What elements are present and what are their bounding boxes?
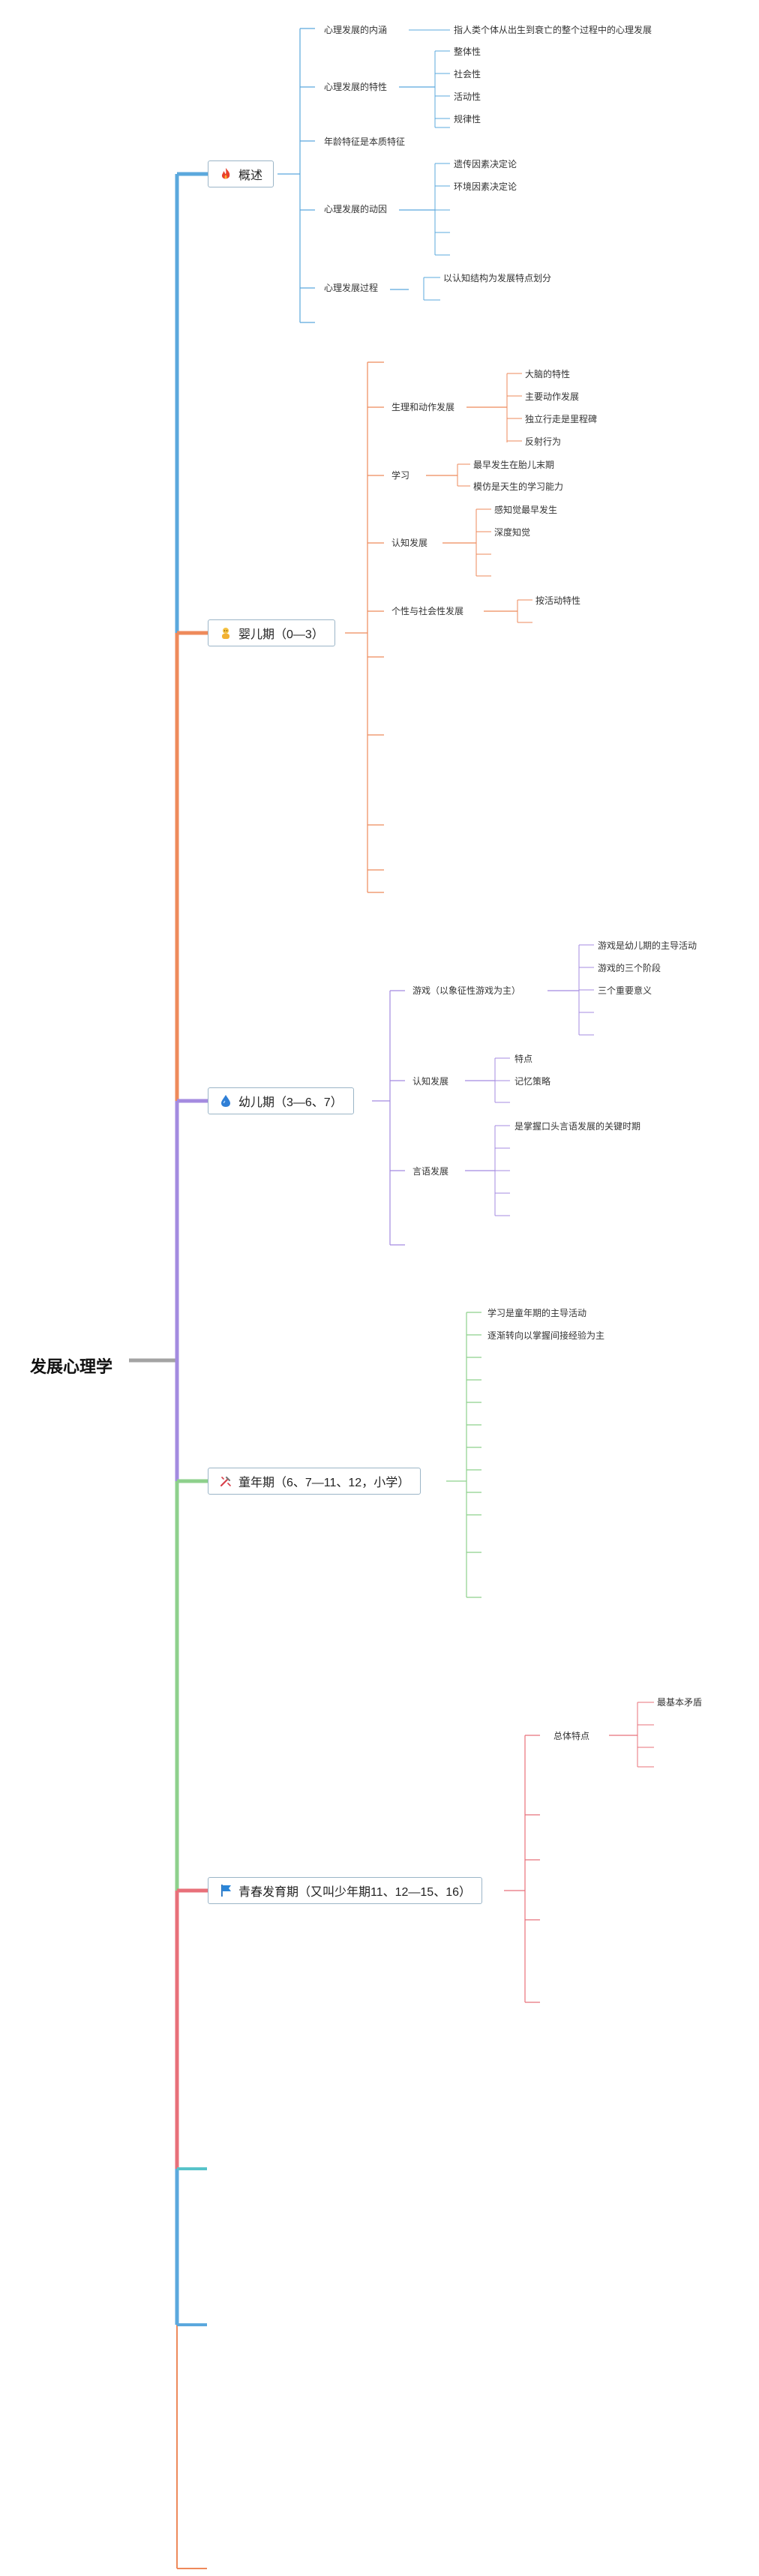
branch-childhood-title: 童年期（6、7—11、12，小学） (238, 1477, 410, 1489)
node-infant-cognition[interactable]: 认知发展 (392, 538, 428, 548)
node-depth[interactable]: 深度知觉 (494, 527, 531, 538)
node-features[interactable]: 特点 (514, 1054, 533, 1064)
node-activity[interactable]: 活动性 (454, 91, 482, 102)
node-environment[interactable]: 环境因素决定论 (454, 181, 518, 192)
branch-adolescence[interactable]: 青春发育期（又叫少年期11、12—15、16） (208, 1877, 483, 1904)
branch-adolescence-title: 青春发育期（又叫少年期11、12—15、16） (238, 1886, 472, 1899)
node-indirect-experience[interactable]: 逐渐转向以掌握间接经验为主 (488, 1330, 605, 1341)
branch-overview-title: 概述 (238, 169, 263, 182)
node-activity-type[interactable]: 按活动特性 (536, 595, 581, 606)
node-holistic[interactable]: 整体性 (454, 46, 482, 57)
node-walking[interactable]: 独立行走是里程碑 (525, 414, 598, 424)
node-cognitive-structure[interactable]: 以认知结构为发展特点划分 (443, 273, 552, 283)
node-language-critical[interactable]: 是掌握口头言语发展的关键时期 (514, 1121, 641, 1132)
node-play-meaning[interactable]: 三个重要意义 (598, 985, 652, 996)
node-study-leading[interactable]: 学习是童年期的主导活动 (488, 1308, 587, 1318)
baby-icon (222, 628, 230, 639)
node-connotation[interactable]: 心理发展的内涵 (324, 25, 388, 35)
node-play-stages[interactable]: 游戏的三个阶段 (598, 963, 662, 973)
branch-overview[interactable]: 概述 (208, 160, 274, 187)
node-characteristics[interactable]: 心理发展的特性 (324, 82, 388, 92)
node-connotation-def[interactable]: 指人类个体从出生到衰亡的整个过程中的心理发展 (454, 25, 652, 35)
node-imitation[interactable]: 模仿是天生的学习能力 (473, 481, 564, 492)
node-brain[interactable]: 大脑的特性 (525, 369, 571, 379)
node-fetal[interactable]: 最早发生在胎儿末期 (473, 460, 555, 470)
node-child-cognition[interactable]: 认知发展 (412, 1076, 449, 1087)
fire-icon (221, 168, 230, 179)
node-social[interactable]: 社会性 (454, 69, 482, 79)
branch-childhood[interactable]: 童年期（6、7—11、12，小学） (208, 1468, 422, 1495)
branch-infancy-title: 婴儿期（0—3） (238, 628, 324, 641)
root-topic[interactable]: 发展心理学 (30, 1357, 113, 1376)
node-play-leading[interactable]: 游戏是幼儿期的主导活动 (598, 940, 698, 951)
node-physical-motor[interactable]: 生理和动作发展 (392, 402, 455, 412)
node-play[interactable]: 游戏（以象征性游戏为主） (412, 985, 521, 996)
drop-icon (221, 1095, 230, 1107)
branch-early-childhood-title: 幼儿期（3—6、7） (238, 1096, 343, 1109)
node-perception[interactable]: 感知觉最早发生 (494, 505, 558, 515)
node-heredity[interactable]: 遗传因素决定论 (454, 159, 518, 169)
node-age-feature[interactable]: 年龄特征是本质特征 (324, 136, 406, 147)
branch-infancy[interactable]: 婴儿期（0—3） (208, 619, 335, 646)
node-regularity[interactable]: 规律性 (454, 114, 482, 124)
node-motivation[interactable]: 心理发展的动因 (324, 204, 388, 214)
node-learning[interactable]: 学习 (392, 470, 410, 481)
node-language[interactable]: 言语发展 (412, 1166, 449, 1177)
node-main-motor[interactable]: 主要动作发展 (525, 391, 580, 402)
node-basic-contradiction[interactable]: 最基本矛盾 (657, 1697, 703, 1708)
node-personality[interactable]: 个性与社会性发展 (392, 606, 464, 616)
node-process[interactable]: 心理发展过程 (324, 283, 379, 293)
node-reflex[interactable]: 反射行为 (525, 436, 562, 447)
tools-icon (220, 1476, 231, 1487)
flag-icon (221, 1885, 231, 1897)
node-overall-features[interactable]: 总体特点 (554, 1731, 590, 1741)
node-memory-strategy[interactable]: 记忆策略 (514, 1076, 551, 1087)
branch-early-childhood[interactable]: 幼儿期（3—6、7） (208, 1087, 354, 1114)
